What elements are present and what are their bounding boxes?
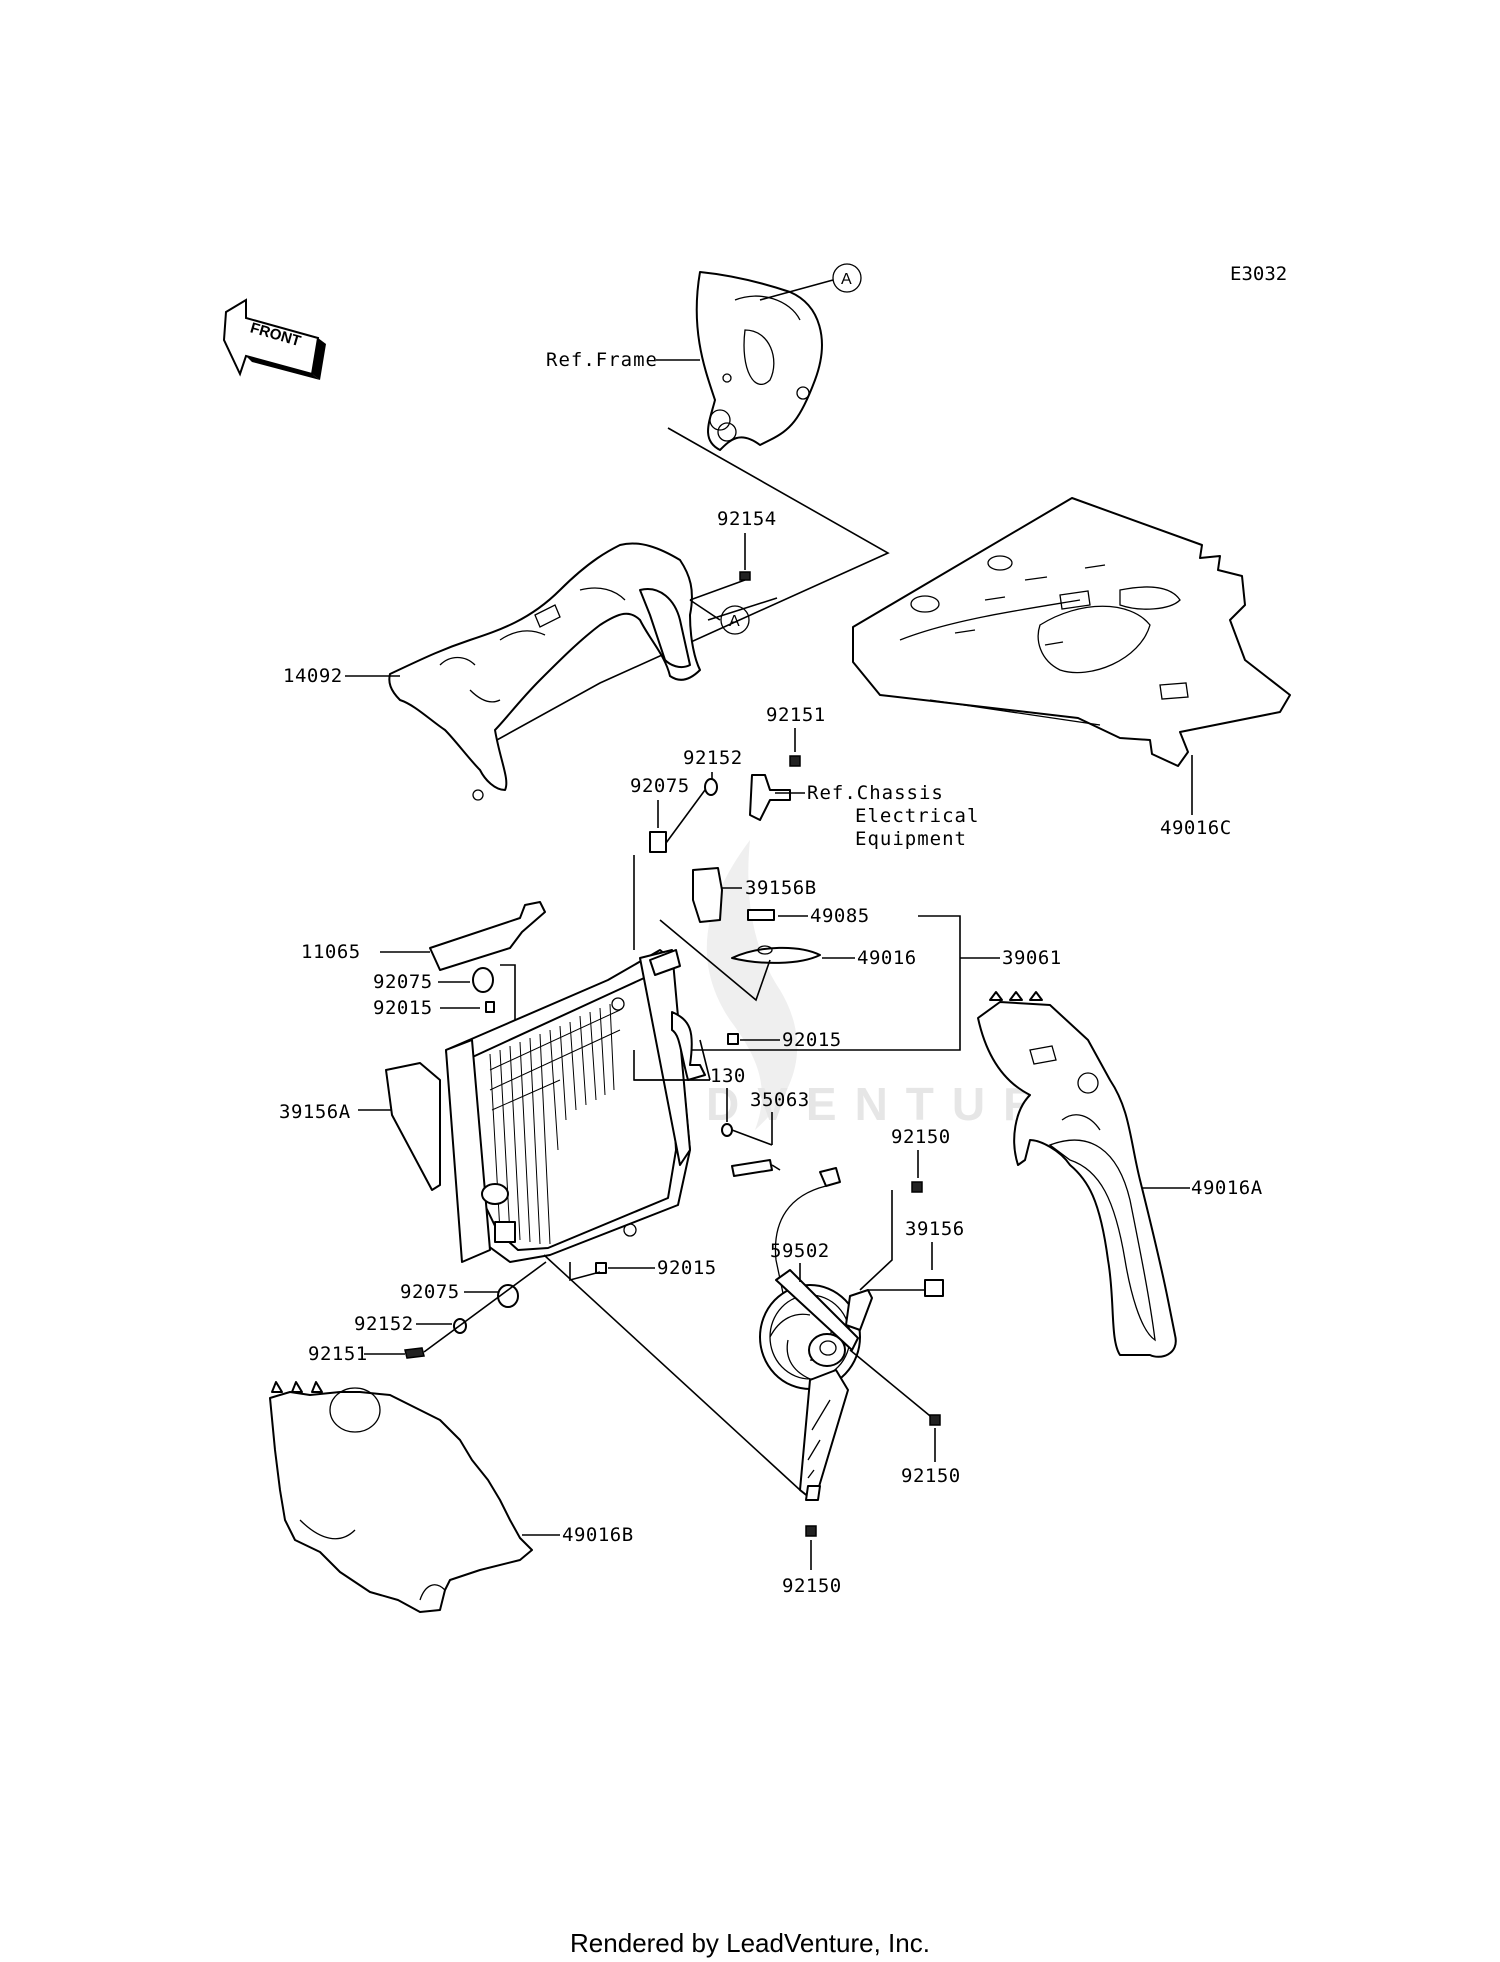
diagram-code: E3032 — [1230, 263, 1287, 285]
radiator-fins — [489, 1003, 621, 1245]
callout-39061: 39061 — [1002, 947, 1062, 969]
front-arrow-icon: FRONT — [222, 298, 326, 380]
fan-assembly-59502 — [759, 1167, 873, 1501]
callout-92075-mid: 92075 — [373, 971, 433, 993]
reference-marker-a-mid-label: A — [729, 613, 740, 630]
side-cover-part-49016B — [269, 1381, 533, 1613]
callout-92075-top: 92075 — [630, 775, 690, 797]
callout-92152-top: 92152 — [683, 747, 743, 769]
ref-chassis-line1: Ref.Chassis — [807, 782, 944, 804]
callout-39156A: 39156A — [279, 1101, 351, 1123]
callout-92015-left: 92015 — [373, 997, 433, 1019]
callout-92015-bottom: 92015 — [657, 1257, 717, 1279]
callout-92151-top: 92151 — [766, 704, 826, 726]
duct-part-14092 — [388, 542, 701, 801]
callout-49016B: 49016B — [562, 1524, 634, 1546]
callout-49016C: 49016C — [1160, 817, 1232, 839]
reference-marker-a-mid — [720, 605, 750, 635]
callout-39156B: 39156B — [745, 877, 817, 899]
footer-credit: Rendered by LeadVenture, Inc. — [570, 1928, 930, 1958]
callout-14092: 14092 — [283, 665, 343, 687]
ref-chassis-line3: Equipment — [855, 828, 967, 850]
ref-chassis-line2: Electrical — [855, 805, 979, 827]
radiator-core — [445, 949, 706, 1263]
ref-frame-label: Ref.Frame — [546, 349, 658, 371]
callout-11065: 11065 — [301, 941, 361, 963]
callout-92152-bottom: 92152 — [354, 1313, 414, 1335]
callout-130: 130 — [710, 1065, 746, 1087]
reference-marker-a-top — [832, 263, 862, 293]
frame-reference-part — [695, 271, 823, 451]
callout-92150-bottom: 92150 — [782, 1575, 842, 1597]
callout-49016: 49016 — [857, 947, 917, 969]
callout-92150-top: 92150 — [891, 1126, 951, 1148]
callout-49085: 49085 — [810, 905, 870, 927]
reference-marker-a-top-label: A — [841, 271, 852, 288]
callout-92150-mid: 92150 — [901, 1465, 961, 1487]
callout-35063: 35063 — [750, 1089, 810, 1111]
callout-92075-bottom: 92075 — [400, 1281, 460, 1303]
side-cover-part-49016A — [977, 991, 1177, 1358]
callout-92154: 92154 — [717, 508, 777, 530]
callout-59502: 59502 — [770, 1240, 830, 1262]
callout-49016A: 49016A — [1191, 1177, 1263, 1199]
callout-39156: 39156 — [905, 1218, 965, 1240]
plate-part-49016C — [852, 497, 1291, 767]
callout-92015-right: 92015 — [782, 1029, 842, 1051]
callout-92151-bottom: 92151 — [308, 1343, 368, 1365]
